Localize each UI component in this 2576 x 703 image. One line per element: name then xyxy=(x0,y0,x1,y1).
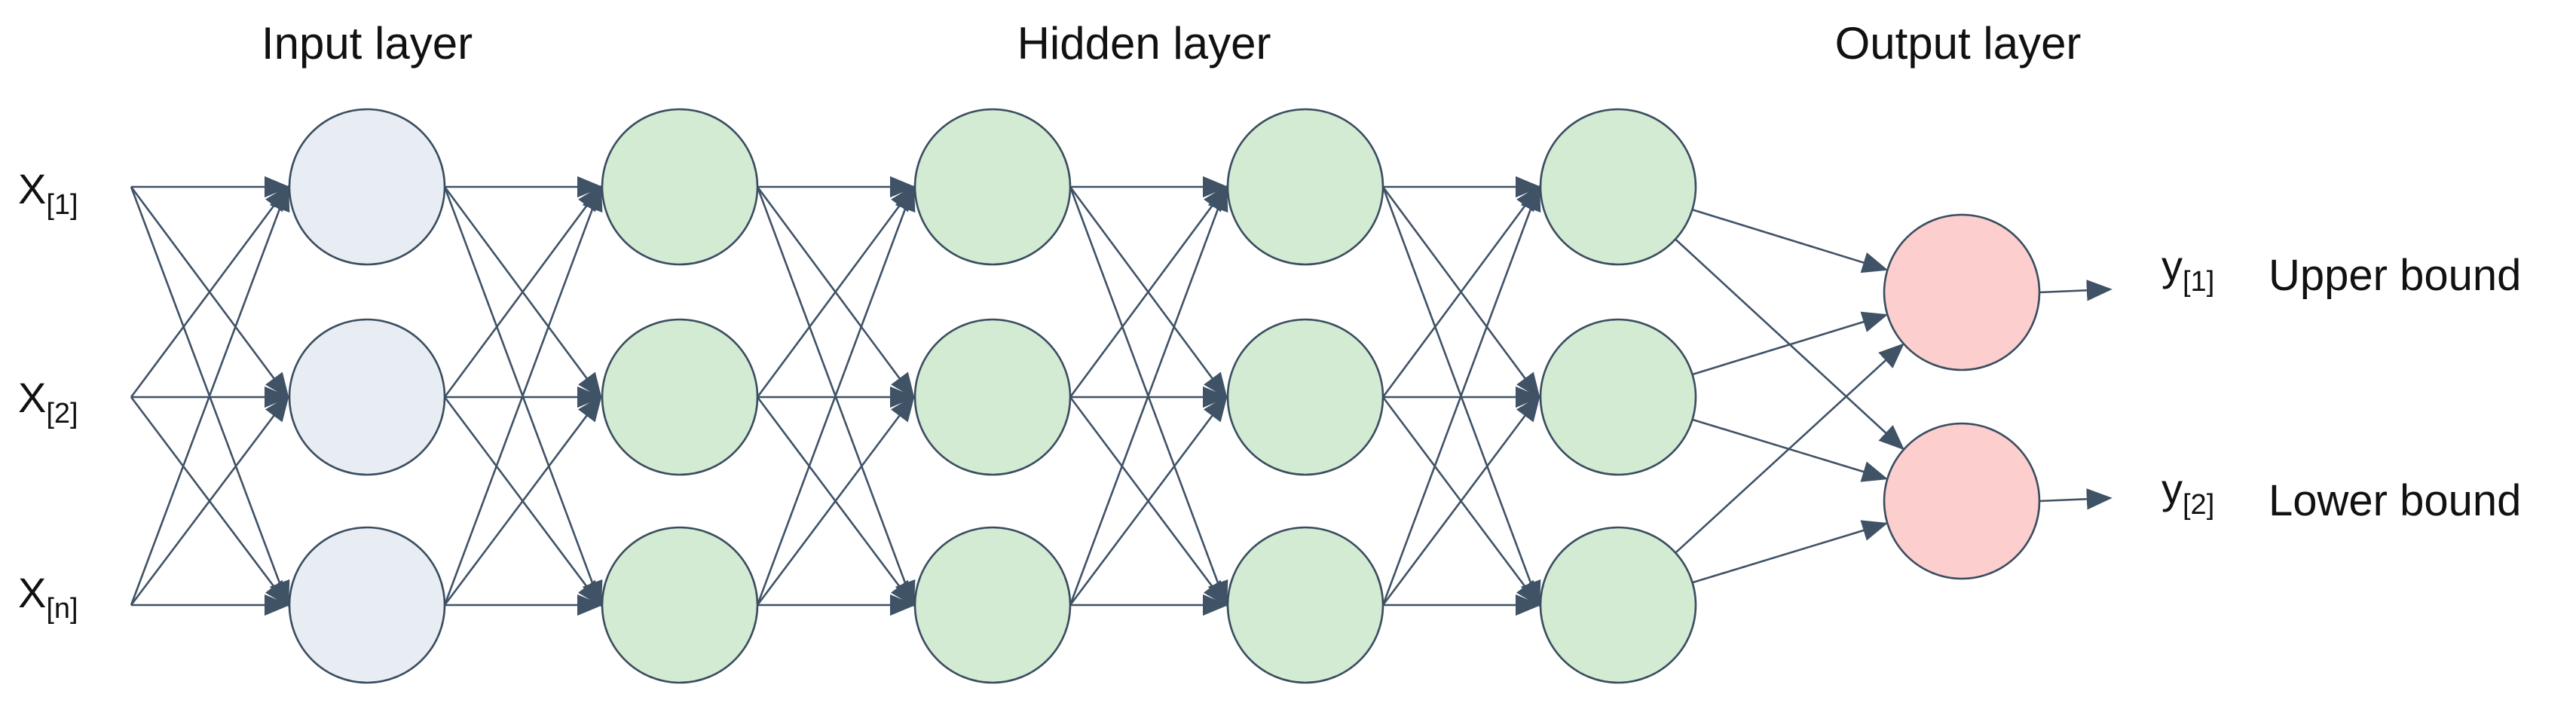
connection-l2-2-to-l3-0 xyxy=(1069,185,1228,606)
connection-hidden-1-to-output-0 xyxy=(1692,311,1889,376)
hidden-neuron-2-2 xyxy=(913,318,1072,476)
connection-lines xyxy=(130,176,2113,616)
connection-l0-1-to-l1-0 xyxy=(443,185,602,398)
hidden-neuron-3-1 xyxy=(1226,108,1384,266)
connection-l3-1-to-l4-0 xyxy=(1381,185,1540,398)
connection-hidden-0-to-output-0 xyxy=(1692,208,1889,274)
output-label-y1: y[1] xyxy=(2161,242,2214,298)
input-label-x1: X[1] xyxy=(18,165,78,221)
connection-l0-2-to-l1-1 xyxy=(443,395,602,606)
connection-l2-2-to-l3-1 xyxy=(1069,395,1228,606)
hidden-neuron-2-3 xyxy=(913,526,1072,684)
neuron-nodes xyxy=(288,108,2041,684)
hidden-neuron-2-1 xyxy=(913,108,1072,266)
connection-l3-2-to-l4-1 xyxy=(1381,395,1540,606)
hidden-neuron-4-3 xyxy=(1539,526,1697,684)
hidden-neuron-3-2 xyxy=(1226,318,1384,476)
hidden-neuron-4-1 xyxy=(1539,108,1697,266)
connection-l1-1-to-l2-0 xyxy=(756,185,915,398)
lower-bound-label: Lower bound xyxy=(2269,476,2521,525)
input-neuron-3 xyxy=(288,526,446,684)
hidden-neuron-1-1 xyxy=(601,108,759,266)
hidden-neuron-4-2 xyxy=(1539,318,1697,476)
connection-l0-2-to-l1-0 xyxy=(443,185,603,606)
output-neuron-1 xyxy=(1883,213,2041,371)
input-label-x2: X[2] xyxy=(18,374,78,429)
connection-l3-2-to-l4-0 xyxy=(1381,185,1541,606)
output-arrow-0 xyxy=(2039,280,2113,301)
input-neuron-1 xyxy=(288,108,446,266)
connection-l1-2-to-l2-1 xyxy=(756,395,915,606)
input-neuron-2 xyxy=(288,318,446,476)
hidden-neuron-1-3 xyxy=(601,526,759,684)
connection-input-2-to-node-1 xyxy=(130,395,289,606)
connection-l1-2-to-l2-0 xyxy=(756,185,916,606)
upper-bound-label: Upper bound xyxy=(2269,251,2521,300)
connection-l2-1-to-l3-0 xyxy=(1069,185,1228,398)
output-layer-title: Output layer xyxy=(1835,18,2082,69)
connection-hidden-2-to-output-0 xyxy=(1675,343,1904,554)
connection-input-1-to-node-0 xyxy=(130,185,289,398)
output-neuron-2 xyxy=(1883,422,2041,580)
output-arrow-1 xyxy=(2039,488,2113,510)
hidden-neuron-3-3 xyxy=(1226,526,1384,684)
connection-input-2-to-node-0 xyxy=(130,185,290,606)
input-layer-title: Input layer xyxy=(262,18,473,69)
output-label-y2: y[2] xyxy=(2161,465,2214,521)
connection-hidden-2-to-output-1 xyxy=(1692,520,1889,584)
input-label-xn: X[n] xyxy=(18,569,78,625)
hidden-neuron-1-2 xyxy=(601,318,759,476)
hidden-layer-title: Hidden layer xyxy=(1017,18,1271,69)
